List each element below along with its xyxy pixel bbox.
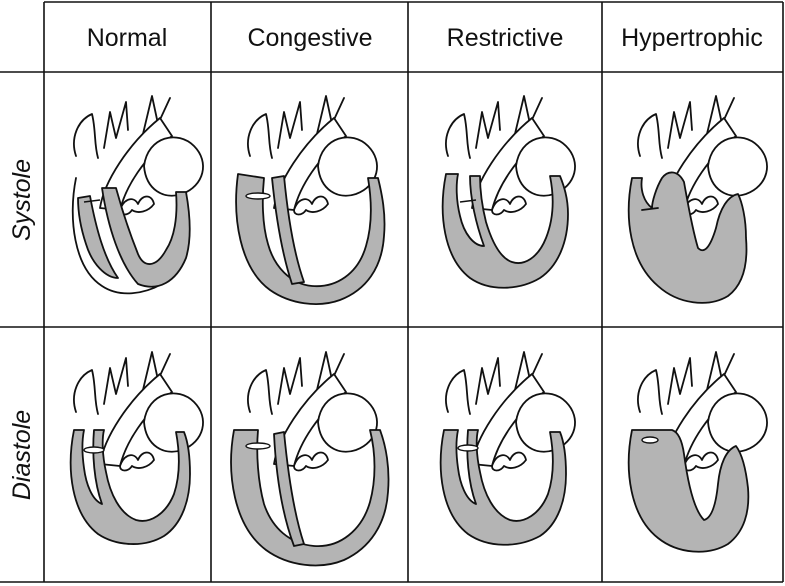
- heart-normal-systole-icon: [71, 95, 204, 295]
- column-header-congestive: Congestive: [247, 24, 372, 52]
- heart-congestive-diastole-icon: [230, 351, 390, 567]
- row-label-systole: Systole: [8, 159, 36, 241]
- heart-hypertrophic-diastole-icon: [627, 351, 768, 553]
- heart-restrictive-diastole-icon: [439, 351, 576, 546]
- heart-hypertrophic-systole-icon: [627, 95, 768, 304]
- column-header-restrictive: Restrictive: [447, 24, 564, 52]
- heart-congestive-systole-icon: [235, 95, 386, 305]
- row-label-diastole: Diastole: [8, 410, 36, 500]
- column-header-hypertrophic: Hypertrophic: [621, 24, 763, 52]
- heart-normal-diastole-icon: [69, 351, 204, 545]
- column-header-normal: Normal: [87, 24, 168, 52]
- heart-restrictive-systole-icon: [441, 95, 576, 289]
